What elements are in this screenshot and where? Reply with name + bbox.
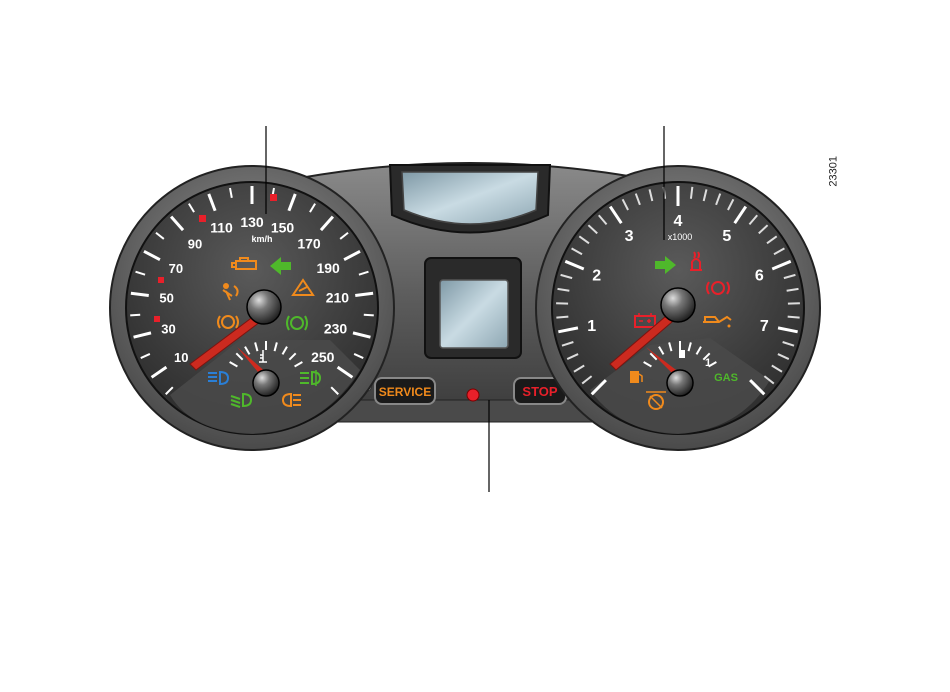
fuel-full-mark: 1 bbox=[705, 357, 711, 369]
speedo-label: 30 bbox=[161, 322, 175, 337]
fuel-pump-icon bbox=[679, 350, 685, 358]
speedo-label: 110 bbox=[210, 220, 233, 236]
tacho-label: 1 bbox=[587, 318, 596, 335]
tacho-label: 2 bbox=[592, 267, 601, 284]
figure-reference: 23301 bbox=[828, 156, 840, 187]
speedo-tick bbox=[130, 315, 140, 316]
tacho-tick bbox=[556, 317, 568, 318]
tacho-tick bbox=[788, 317, 800, 318]
tacho-label: 3 bbox=[625, 228, 634, 245]
tacho-label: 6 bbox=[755, 267, 764, 284]
speedo-label: 90 bbox=[188, 237, 202, 252]
speedo-label: 250 bbox=[311, 349, 335, 365]
tacho-tick bbox=[691, 187, 692, 199]
service-label: SERVICE bbox=[379, 385, 431, 399]
speedo-label: 170 bbox=[297, 236, 321, 252]
speedo-label: 190 bbox=[316, 260, 340, 276]
speedo-tick bbox=[364, 315, 374, 316]
red-indicator-dot-icon bbox=[467, 389, 479, 401]
stop-label: STOP bbox=[522, 384, 557, 399]
speedo-label: 210 bbox=[326, 290, 350, 306]
fuel-gas-label: GAS bbox=[714, 372, 738, 384]
top-display bbox=[390, 165, 550, 233]
speedo-label: 130 bbox=[240, 214, 264, 230]
center-display bbox=[425, 258, 521, 358]
speedo-label: 50 bbox=[159, 291, 173, 306]
tacho-label: 5 bbox=[722, 228, 731, 245]
speedo-label: 150 bbox=[271, 220, 295, 236]
tacho-label: 4 bbox=[674, 213, 683, 230]
tacho-unit: x1000 bbox=[668, 232, 693, 242]
speedo-label: 70 bbox=[169, 261, 183, 276]
speedo-label: 10 bbox=[174, 350, 188, 365]
speedo-unit: km/h bbox=[251, 234, 272, 244]
tacho-label: 7 bbox=[760, 318, 769, 335]
speedo-label: 230 bbox=[324, 321, 348, 337]
service-button[interactable]: SERVICE bbox=[375, 378, 435, 404]
